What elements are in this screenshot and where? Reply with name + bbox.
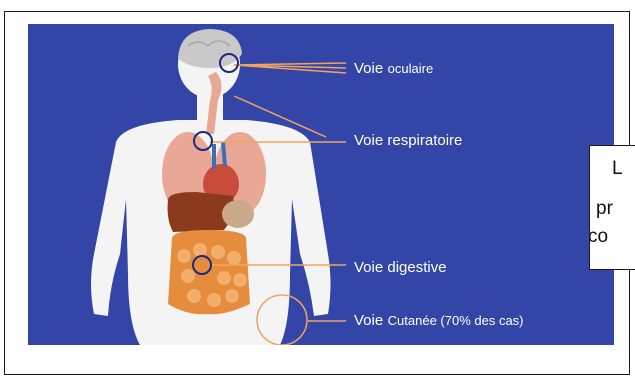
route-respiratoire-main: Voie respiratoire [354, 132, 462, 149]
route-label-digestive: Voie digestive [354, 259, 447, 277]
route-oculaire-sub: oculaire [388, 61, 434, 76]
stomach-shape [222, 200, 254, 228]
route-cutanee-sub: Cutanée (70% des cas) [388, 313, 524, 328]
callout-line-3: co [589, 226, 608, 248]
callout-line-1: L [612, 158, 623, 180]
route-oculaire-main: Voie [354, 60, 383, 77]
route-cutanee-main: Voie [354, 312, 383, 329]
body-illustration [28, 24, 614, 345]
route-digestive-main: Voie digestive [354, 259, 447, 276]
callout-box: L pr co [589, 145, 635, 270]
diagram-panel: Voie oculaire Voie respiratoire Voie dig… [28, 24, 614, 345]
route-label-cutanee: Voie Cutanée (70% des cas) [354, 312, 524, 330]
route-label-respiratoire: Voie respiratoire [354, 132, 462, 150]
brain-shape [178, 29, 242, 68]
route-label-oculaire: Voie oculaire [354, 60, 433, 78]
callout-line-2: pr [596, 198, 613, 220]
